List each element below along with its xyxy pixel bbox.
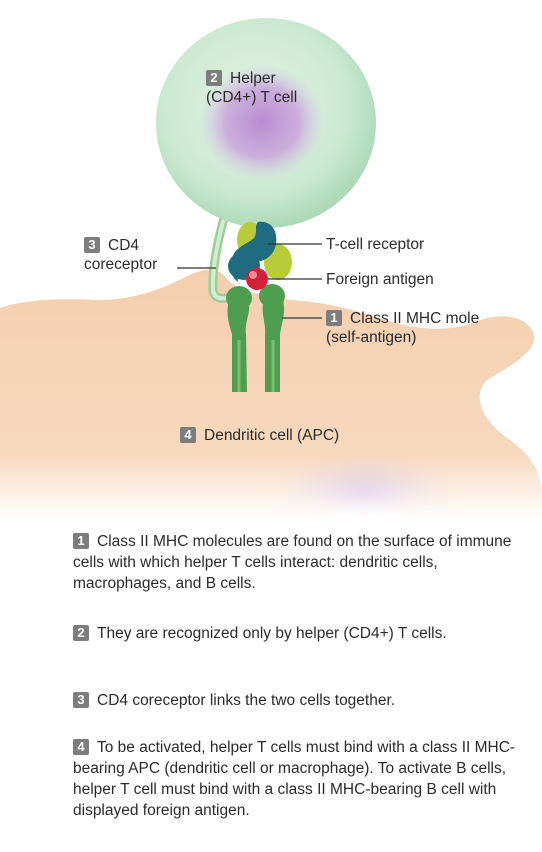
note-text: CD4 coreceptor links the two cells toget… xyxy=(97,692,396,709)
label-dendritic-cell: 4 Dendritic cell (APC) xyxy=(180,426,339,445)
step-badge: 2 xyxy=(206,70,222,86)
label-mhc-line2: (self-antigen) xyxy=(326,329,417,346)
immune-synapse-illustration xyxy=(0,18,542,520)
label-mhc-line1: Class II MHC mole xyxy=(350,310,480,327)
label-dendritic-text: Dendritic cell (APC) xyxy=(204,427,340,444)
note-text: To be activated, helper T cells must bin… xyxy=(73,739,516,819)
note-text: They are recognized only by helper (CD4+… xyxy=(97,625,447,642)
note-2: 2 They are recognized only by helper (CD4… xyxy=(73,623,523,644)
label-cd4-line2: coreceptor xyxy=(84,256,158,273)
label-helper-line2: (CD4+) T cell xyxy=(206,89,298,106)
label-helper-t-cell: 2 Helper (CD4+) T cell xyxy=(206,69,297,107)
step-badge: 1 xyxy=(326,310,342,326)
step-badge: 4 xyxy=(180,427,196,443)
foreign-antigen xyxy=(246,268,268,290)
step-badge: 4 xyxy=(73,739,89,755)
label-class-ii-mhc: 1 Class II MHC mole (self-antigen) xyxy=(326,309,479,347)
note-text: Class II MHC molecules are found on the … xyxy=(73,533,512,592)
label-foreign-antigen: Foreign antigen xyxy=(326,271,434,288)
label-cd4-coreceptor: 3 CD4 coreceptor xyxy=(84,236,157,274)
step-badge: 2 xyxy=(73,625,89,641)
step-badge: 3 xyxy=(73,692,89,708)
step-badge: 1 xyxy=(73,533,89,549)
diagram-figure: 2 Helper (CD4+) T cell 3 CD4 coreceptor T-… xyxy=(0,18,542,520)
step-badge: 3 xyxy=(84,237,100,253)
label-t-cell-receptor: T-cell receptor xyxy=(326,236,425,253)
helper-t-cell-nucleus xyxy=(200,64,324,180)
note-3: 3 CD4 coreceptor links the two cells toge… xyxy=(73,690,523,711)
label-cd4-line1: CD4 xyxy=(108,237,140,254)
label-helper-line1: Helper xyxy=(230,70,276,87)
